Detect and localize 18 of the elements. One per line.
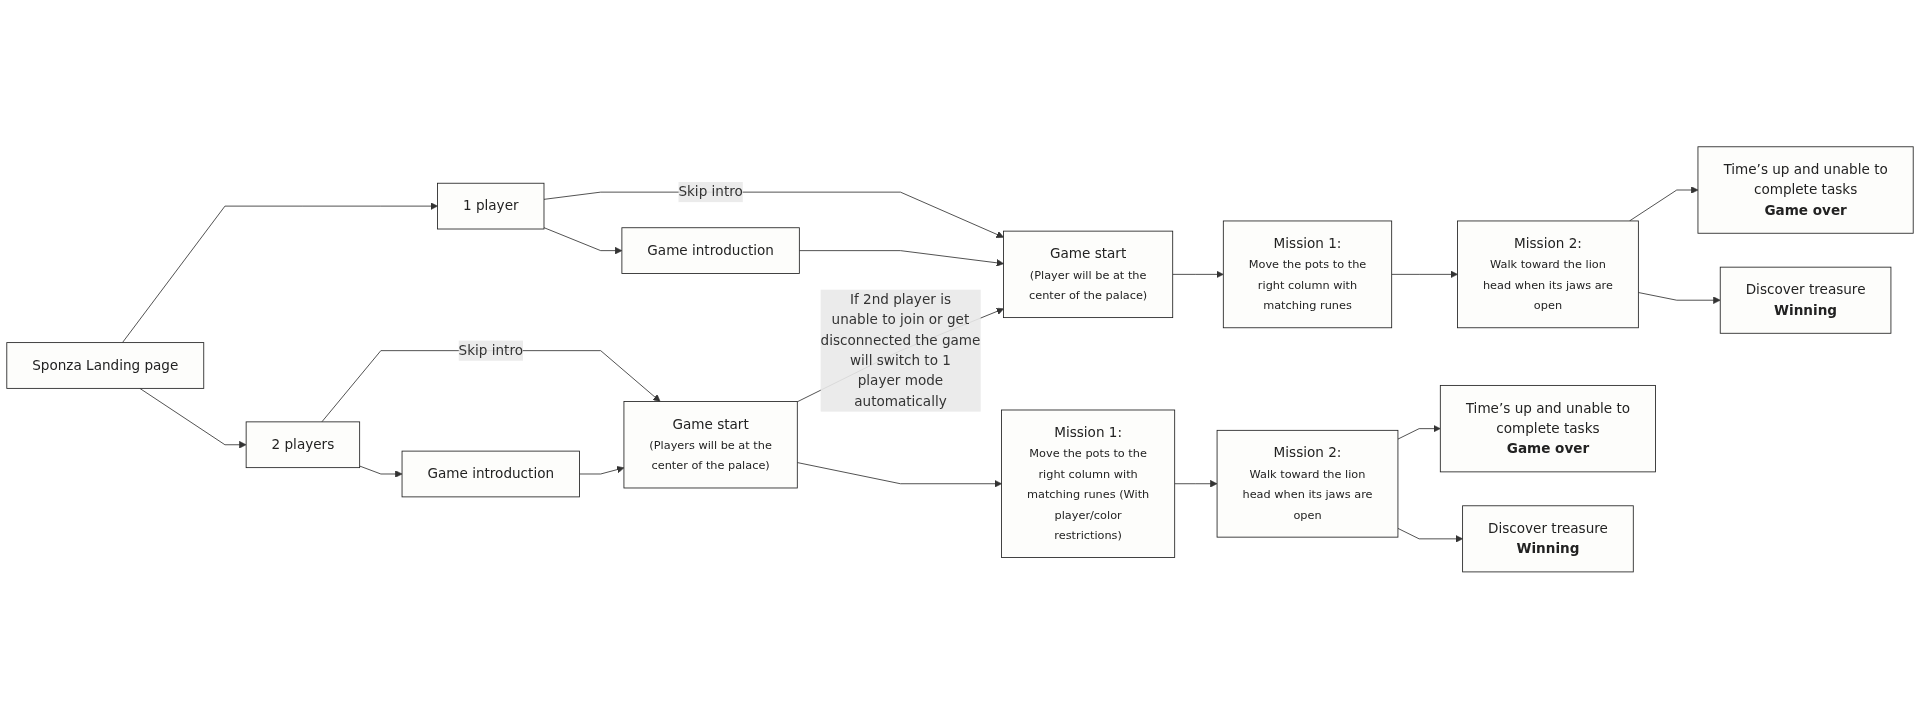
node-box: Game start (Player will be at the center of the palace)	[1003, 230, 1174, 319]
node-box: 1 player	[437, 182, 545, 230]
node-box: Time’s up and unable to complete tasks Game over	[1697, 146, 1914, 234]
node-box: Mission 2: Walk toward the lion head when its jaws are open	[1216, 430, 1399, 538]
node-box: Sponza Landing page	[6, 342, 205, 389]
node-box: 2 players	[245, 421, 361, 469]
node-box: Game start (Players will be at the center of the palace)	[623, 401, 798, 489]
node-box: Discover treasure Winning	[1462, 505, 1634, 573]
node-box: Time’s up and unable to complete tasks Game over	[1439, 385, 1656, 473]
node-box: Game introduction	[401, 450, 580, 498]
node-box: Mission 1: Move the pots to the right column with matching runes	[1222, 220, 1393, 329]
node-box: Discover treasure Winning	[1719, 266, 1892, 334]
node-box: Game introduction	[621, 227, 800, 275]
edge-label: If 2nd player is unable to join or get disconnected the game will switch to 1 player mode automatically	[820, 291, 981, 410]
node-box: Mission 1: Move the pots to the right column with matching runes (With player/color restrictions)	[1001, 409, 1176, 559]
node-box: Mission 2: Walk toward the lion head when its jaws are open	[1457, 220, 1639, 329]
edge-label: Skip intro	[458, 342, 523, 359]
edge-label: Skip intro	[678, 183, 743, 200]
